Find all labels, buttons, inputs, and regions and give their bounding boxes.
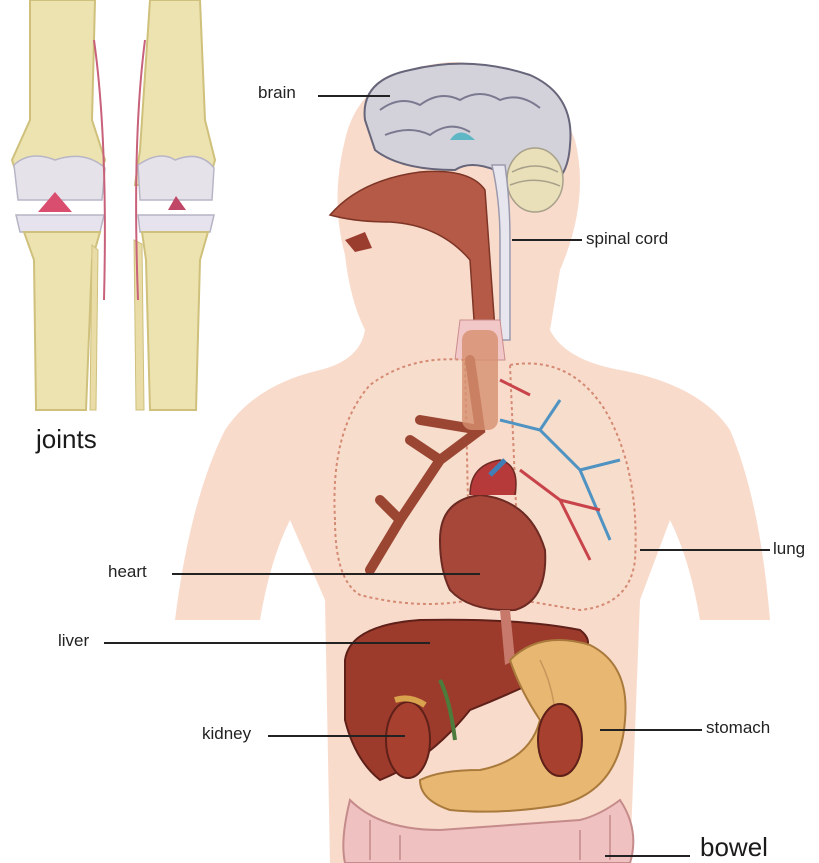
liver-label: liver [58,631,89,651]
bowel-label: bowel [700,832,768,863]
stomach-label: stomach [706,718,770,738]
kidney-label: kidney [202,724,251,744]
knee-joints-illustration [0,0,225,415]
heart-label: heart [108,562,147,582]
brain-label: brain [258,83,296,103]
lung-label: lung [773,539,805,559]
joints-label: joints [36,424,97,455]
spinal-cord-label: spinal cord [586,229,668,249]
